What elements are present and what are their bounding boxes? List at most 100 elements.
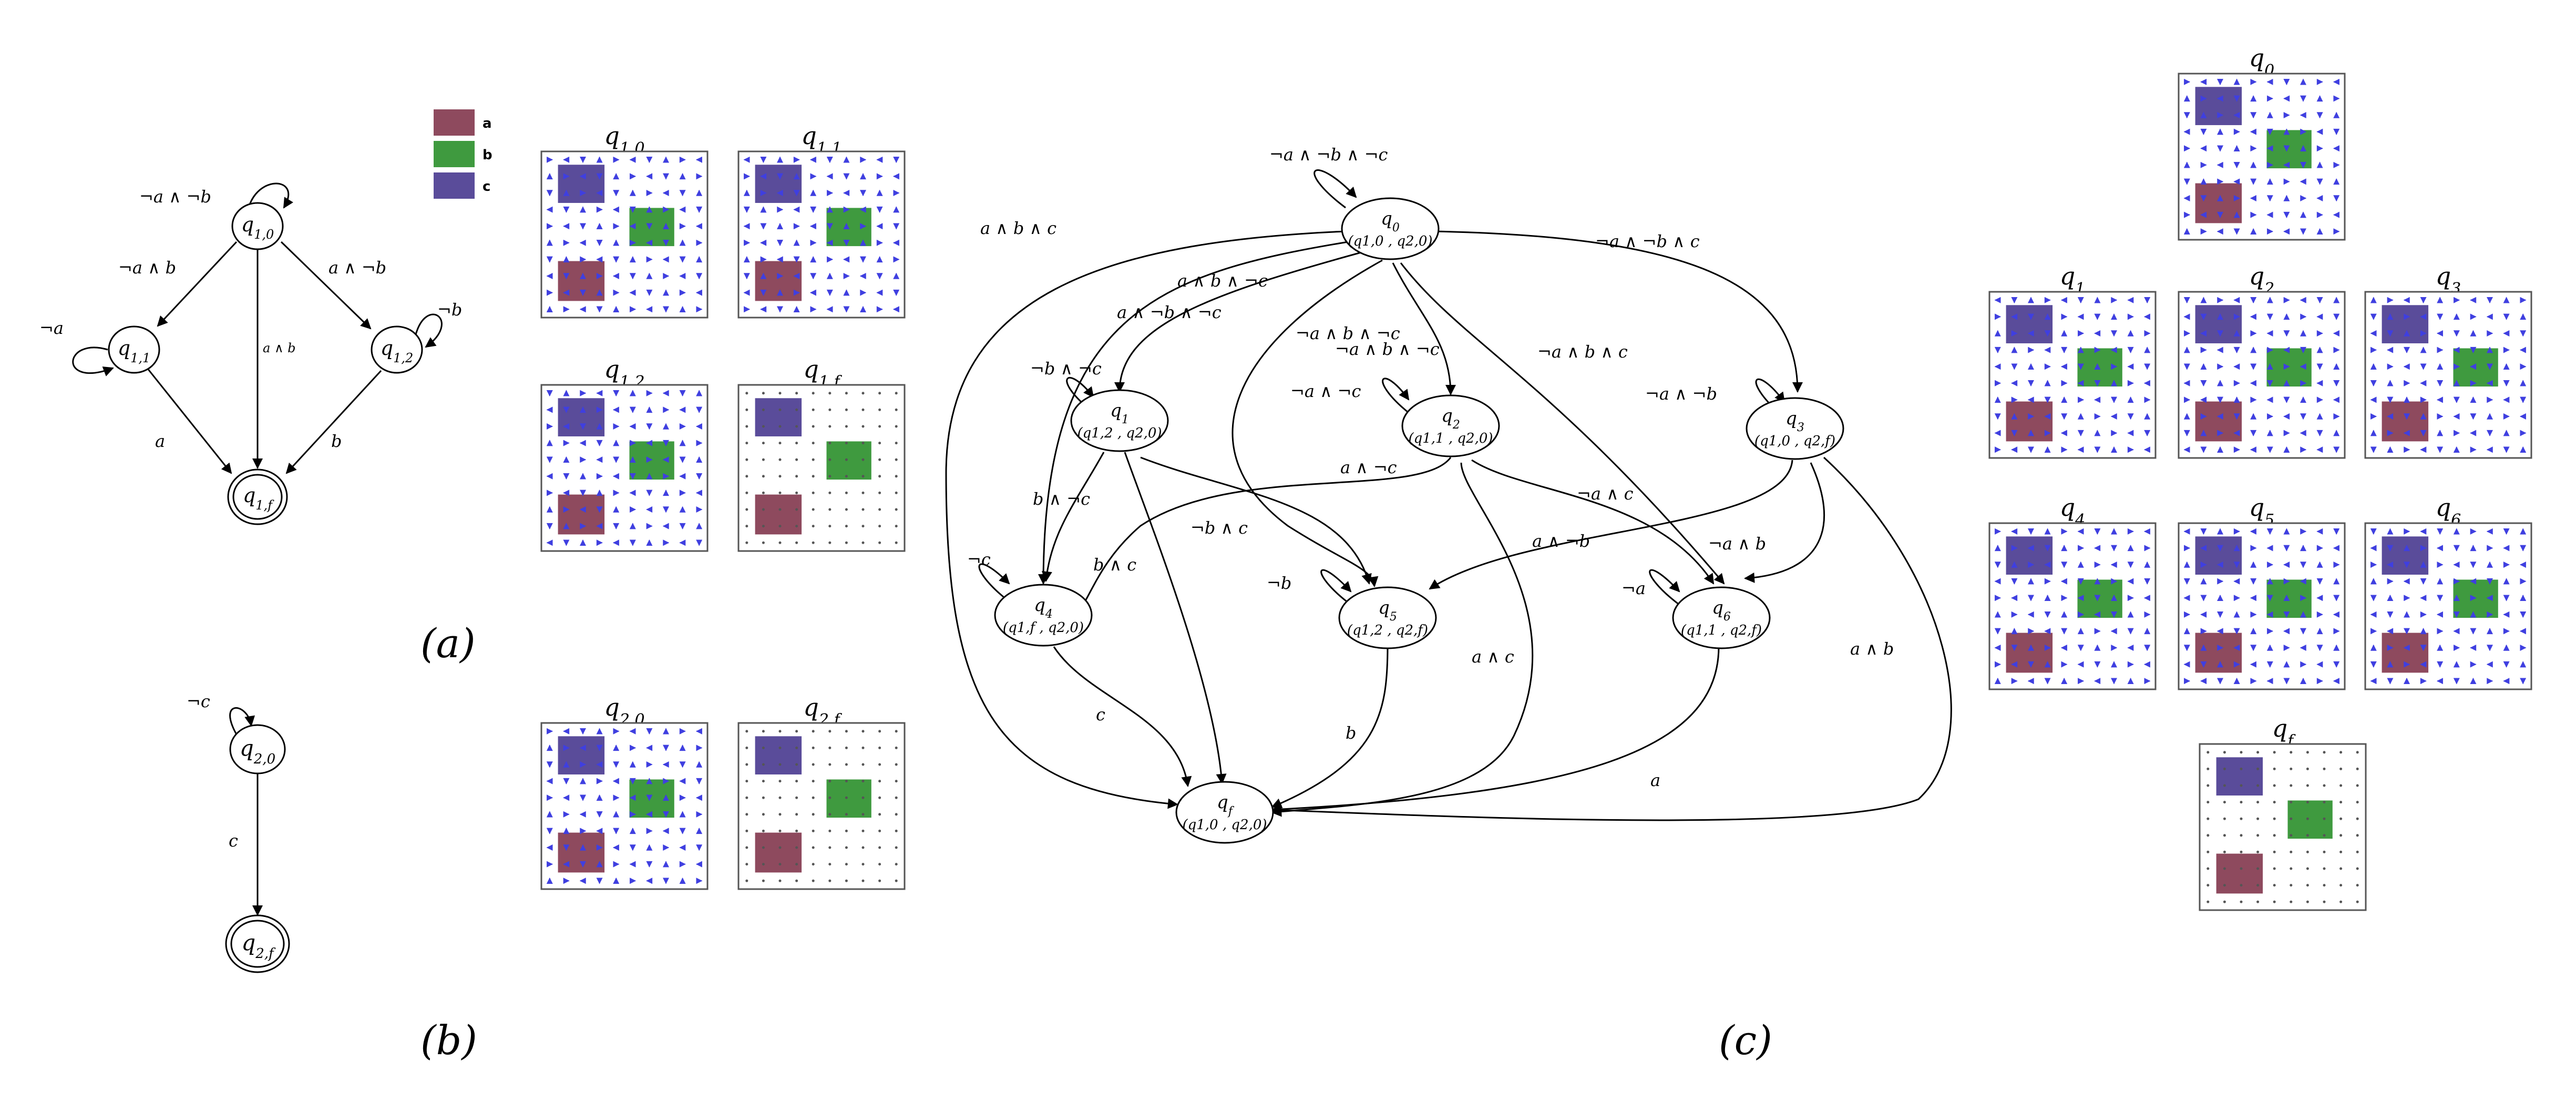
node-symbol: q: [1110, 400, 1122, 421]
region-c: [558, 165, 605, 203]
region-a: [2006, 633, 2053, 673]
grid-dot: [745, 491, 748, 494]
grid-dot: [2356, 900, 2359, 903]
grid-dot: [2206, 767, 2210, 770]
grid-dot: [2240, 751, 2243, 754]
edge-label: ¬a ∧ ¬b ∧ c: [1595, 231, 1700, 251]
grid-dot: [828, 829, 832, 832]
grid-dot: [845, 408, 848, 411]
region-c: [2216, 757, 2263, 796]
grid-dot: [745, 425, 748, 428]
grid-dot: [795, 846, 798, 849]
node-pair: (q1,2 , q2,f): [1347, 623, 1428, 638]
automaton-1: ¬a ∧ ¬b ¬a ∧ b a ∧ ¬b a ∧ b ¬a ¬b a b q1…: [39, 182, 462, 525]
region-c: [755, 165, 802, 203]
grid-dot: [828, 425, 832, 428]
edge-label: ¬c: [187, 691, 210, 711]
grid-dot: [2323, 767, 2326, 770]
right-policy-plot-3: q3: [2364, 262, 2532, 459]
node-q20: q2,0: [229, 724, 286, 774]
grid-dot: [2306, 867, 2309, 870]
grid-dot: [878, 863, 881, 866]
edge-loop-q12: [414, 313, 443, 348]
region-c: [755, 398, 802, 436]
edge-label: a ∧ ¬b: [329, 258, 386, 278]
grid-dot: [2323, 850, 2326, 853]
grid-dot: [828, 780, 832, 783]
region-a: [2195, 401, 2242, 442]
grid-dot: [2223, 784, 2226, 787]
right-policy-plot-0: q0: [2178, 44, 2346, 241]
grid-dot: [2256, 867, 2260, 870]
region-c: [2195, 536, 2242, 575]
region-b: [629, 208, 674, 247]
edge-label: c: [1096, 705, 1105, 725]
grid-dot: [2323, 834, 2326, 837]
grid-dot: [2223, 801, 2226, 804]
grid-dot: [878, 392, 881, 395]
edge-label: a ∧ b: [1850, 639, 1894, 659]
grid-dot: [2206, 850, 2210, 853]
region-a: [2195, 633, 2242, 673]
edge-label: ¬a: [1621, 578, 1646, 598]
caption-b: (b): [420, 1017, 477, 1064]
region-a: [755, 261, 802, 301]
grid-dot: [778, 863, 782, 866]
grid-dot: [2323, 884, 2326, 887]
node-q10: q1,0: [231, 202, 284, 250]
node-q11: q1,1: [108, 325, 160, 374]
grid-dot: [878, 780, 881, 783]
grid-dot: [778, 425, 782, 428]
edge-q12-q1f: [285, 370, 382, 474]
product-nodes: q0(q1,0 , q2,0)q1(q1,2 , q2,0)q2(q1,1 , …: [994, 197, 1844, 844]
grid-dot: [745, 408, 748, 411]
grid-dot: [878, 730, 881, 733]
grid-dot: [895, 746, 898, 749]
grid-dot: [762, 475, 765, 478]
edge-label: b: [1346, 723, 1356, 743]
edge-label: ¬a ∧ ¬b ∧ ¬c: [1269, 145, 1388, 165]
left-policy-plot-4: q2,0: [540, 693, 709, 890]
region-c: [558, 398, 605, 436]
edge-label: ¬a ∧ b ∧ ¬c: [1296, 323, 1400, 343]
grid-dot: [2290, 900, 2293, 903]
grid-dot: [878, 879, 881, 882]
product-automaton: ¬a ∧ ¬b ∧ ¬c ¬b ∧ ¬c ¬a ∧ ¬c ¬a ∧ ¬b ¬c …: [945, 145, 1952, 844]
grid-dot: [2323, 801, 2326, 804]
grid-dot: [2339, 834, 2343, 837]
grid-dot: [2306, 801, 2309, 804]
grid-dot: [795, 730, 798, 733]
left-policy-plot-2: q1,2: [540, 355, 709, 552]
region-b: [826, 779, 871, 818]
edge-q2-q4: [1079, 457, 1452, 611]
grid-dot: [2273, 817, 2276, 820]
node-pair: (q1,1 , q2,f): [1681, 623, 1762, 638]
region-a: [2195, 183, 2242, 223]
edge-q11-q1f: [146, 368, 232, 474]
grid-dot: [812, 392, 815, 395]
grid-dot: [2306, 850, 2309, 853]
edge-label: ¬b: [437, 300, 462, 320]
grid-dot: [2339, 801, 2343, 804]
node-q3: q3(q1,0 , q2,f): [1746, 397, 1844, 460]
grid-dot: [2206, 867, 2210, 870]
grid-dot: [2323, 751, 2326, 754]
node-q5: q5(q1,2 , q2,f): [1338, 586, 1437, 649]
grid-dot: [845, 879, 848, 882]
grid-dot: [828, 525, 832, 528]
region-a: [558, 261, 605, 301]
edge-label: ¬a: [39, 318, 64, 338]
svg-text:q2,0: q2,0: [240, 735, 275, 767]
region-a: [558, 832, 605, 873]
edge-label: ¬a ∧ c: [1577, 484, 1634, 504]
region-b: [826, 441, 871, 480]
grid-dot: [2323, 867, 2326, 870]
grid-dot: [861, 425, 865, 428]
edge-q4-qf: [1053, 646, 1192, 787]
node-symbol: q: [1785, 408, 1797, 429]
grid-dot: [878, 458, 881, 461]
node-pair: (q1,1 , q2,0): [1408, 431, 1493, 446]
grid-dot: [861, 780, 865, 783]
region-b: [2453, 579, 2498, 618]
